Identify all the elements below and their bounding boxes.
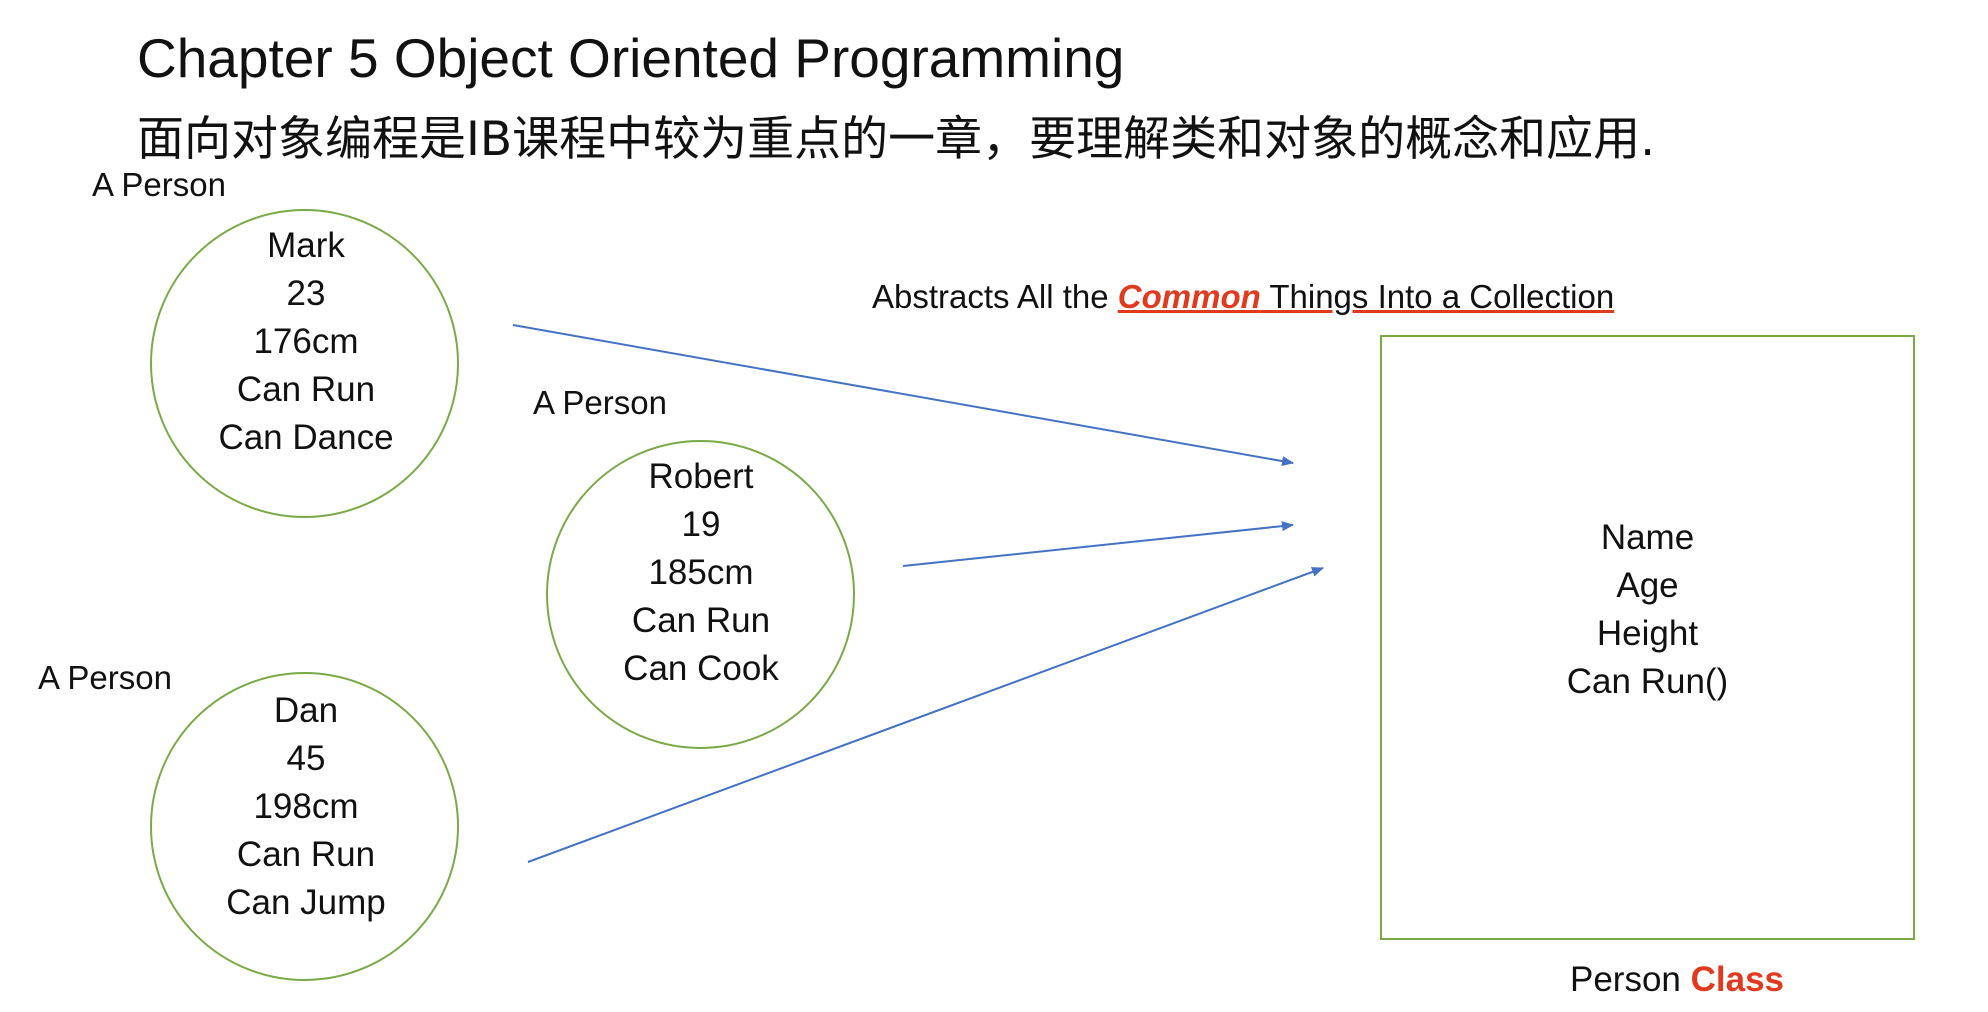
person-age: 19: [681, 505, 721, 544]
person-label-dan: A Person: [38, 659, 172, 696]
caption-after: Things Into a Collection: [1260, 278, 1615, 315]
class-method-can-run: Can Run(): [1566, 662, 1729, 701]
person-ability: Can Run: [631, 601, 771, 640]
person-name: Dan: [273, 691, 339, 730]
person-name: Mark: [267, 226, 345, 265]
class-box: [1380, 335, 1915, 940]
arrow-mark-to-class: [512, 324, 1294, 467]
person-attributes-robert: Robert 19 185cm Can Run Can Cook: [541, 453, 861, 693]
person-age: 23: [286, 274, 326, 313]
person-attributes-dan: Dan 45 198cm Can Run Can Jump: [146, 687, 466, 927]
slide-title: Chapter 5 Object Oriented Programming: [137, 27, 1125, 89]
person-height: 185cm: [648, 553, 754, 592]
person-ability: Can Cook: [623, 649, 779, 688]
person-label-robert: A Person: [533, 384, 667, 421]
arrow-dan-to-class: [527, 567, 1324, 863]
person-circle-robert: [546, 440, 855, 749]
class-attributes: Name Age Height Can Run(): [1480, 514, 1815, 706]
class-caption-prefix: Person: [1570, 960, 1691, 999]
person-ability: Can Run: [236, 835, 376, 874]
person-attributes-mark: Mark 23 176cm Can Run Can Dance: [146, 222, 466, 462]
person-circle-dan: [150, 672, 459, 981]
class-caption: Person Class: [1570, 960, 1784, 1000]
class-caption-highlight: Class: [1690, 960, 1785, 999]
person-age: 45: [286, 739, 326, 778]
class-attribute-name: Name: [1600, 518, 1695, 557]
person-circle-mark: [150, 209, 459, 518]
class-attribute-age: Age: [1616, 566, 1679, 605]
person-ability: Can Jump: [226, 883, 386, 922]
person-label-mark: A Person: [92, 166, 226, 203]
person-ability: Can Dance: [218, 418, 394, 457]
class-attribute-height: Height: [1596, 614, 1699, 653]
caption-highlight: Common: [1117, 278, 1261, 315]
person-height: 176cm: [253, 322, 359, 361]
abstraction-caption: Abstracts All the Common Things Into a C…: [872, 278, 1614, 316]
caption-before: Abstracts All the: [872, 278, 1118, 315]
slide-subtitle: 面向对象编程是IB课程中较为重点的一章，要理解类和对象的概念和应用.: [137, 112, 1656, 167]
person-height: 198cm: [253, 787, 359, 826]
person-ability: Can Run: [236, 370, 376, 409]
arrow-robert-to-class: [902, 521, 1294, 567]
person-name: Robert: [648, 457, 754, 496]
